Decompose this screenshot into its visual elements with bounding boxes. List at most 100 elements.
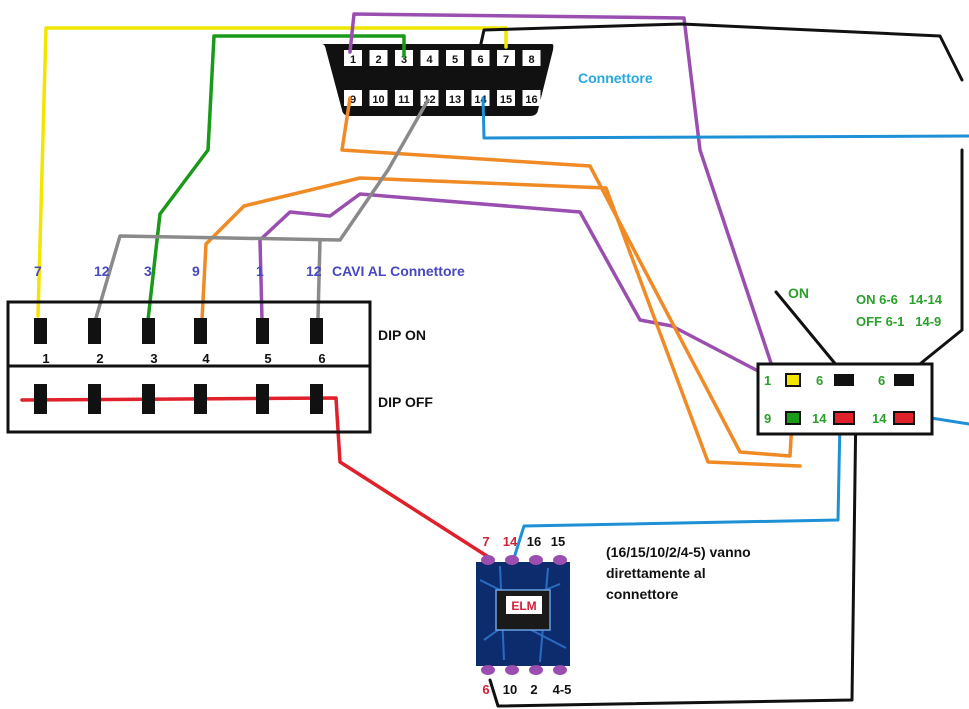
red-wire <box>20 396 492 560</box>
elm-top-pin-7: 7 <box>482 534 489 549</box>
obd-pin-14-box <box>471 90 490 106</box>
dip-on-pin-2 <box>88 318 101 344</box>
obd-pin-13: 13 <box>449 94 461 106</box>
elm-bottom-pin-dot-2 <box>529 665 543 675</box>
cable-number-1: 7 <box>34 263 42 279</box>
switch-pin-6a-square <box>834 374 854 386</box>
elm-bottom-pin-6: 6 <box>482 682 489 697</box>
elm-note-line3: connettore <box>606 586 679 602</box>
obd-pin-9: 9 <box>350 94 356 106</box>
cable-number-3: 3 <box>144 263 152 279</box>
obd-pin-1-box <box>344 50 362 66</box>
elm-bottom-pin-4-5: 4-5 <box>553 682 572 697</box>
obd-pin-6-box <box>471 50 490 66</box>
dip-off-label: DIP OFF <box>378 394 433 410</box>
elm-chip-label: ELM <box>511 599 536 613</box>
black-wire-pin6 <box>478 22 964 82</box>
obd-pin-2-box <box>369 50 388 66</box>
dip-off-pin-3 <box>142 384 155 414</box>
cable-number-4: 9 <box>192 263 200 279</box>
dip-off-pin-5 <box>256 384 269 414</box>
green-wire <box>146 34 406 322</box>
dip-switch-block: 1 2 3 4 5 6 <box>6 300 372 434</box>
elm-top-pin-dot-16 <box>529 555 543 565</box>
elm-bottom-pin-dot-6 <box>481 665 495 675</box>
obd-pin-3-box <box>395 50 413 66</box>
elm-bottom-pin-dot-4-5 <box>553 665 567 675</box>
switch-pin-9-square <box>785 411 801 425</box>
elm-note-line1: (16/15/10/2/4-5) vanno <box>606 544 751 560</box>
dip-on-pin-4 <box>194 318 207 344</box>
gray-wire <box>94 98 430 320</box>
dip-number-6: 6 <box>318 351 325 366</box>
obd-pin-4-box <box>420 50 439 66</box>
obd-pin-16-box <box>522 90 541 106</box>
elm-label-box <box>506 596 542 614</box>
obd-pin-7-box <box>497 50 515 66</box>
elm-top-pin-16: 16 <box>527 534 541 549</box>
obd-pin-15: 15 <box>500 94 512 106</box>
obd-pin-10: 10 <box>372 94 384 106</box>
obd-pin-8: 8 <box>528 54 534 66</box>
purple-wire-dip5 <box>258 192 762 374</box>
switch-legend-on: ON 6-6 14-14 <box>856 292 943 307</box>
obd-pin-16: 16 <box>525 94 537 106</box>
dip-on-pin-1 <box>34 318 47 344</box>
obd-pin-10-box <box>369 90 388 106</box>
elm-top-pin-15: 15 <box>551 534 565 549</box>
wires <box>20 12 969 708</box>
obd-pin-3: 3 <box>401 54 407 66</box>
cable-number-6: 12 <box>306 263 322 279</box>
dip-number-2: 2 <box>96 351 103 366</box>
dip-on-pin-6 <box>310 318 323 344</box>
obd-pin-6: 6 <box>477 54 483 66</box>
elm-note-line2: direttamente al <box>606 565 706 581</box>
obd-pin-11-box <box>395 90 413 106</box>
dip-off-pin-6 <box>310 384 323 414</box>
dip-on-pin-3 <box>142 318 155 344</box>
dip-off-pin-1 <box>34 384 47 414</box>
dip-number-1: 1 <box>42 351 49 366</box>
switch-pin-14a: 14 <box>812 411 827 426</box>
switch-pin-6b: 6 <box>878 373 885 388</box>
dip-number-4: 4 <box>202 351 210 366</box>
dip-number-3: 3 <box>150 351 157 366</box>
obd-pin-15-box <box>497 90 515 106</box>
elm-top-pin-14: 14 <box>503 534 518 549</box>
switch-pin-14a-square <box>833 411 855 425</box>
obd-pin-4: 4 <box>426 54 433 66</box>
blue-wire-elm14 <box>512 418 842 560</box>
dip-on-pin-5 <box>256 318 269 344</box>
blue-wire-pin14 <box>481 96 969 140</box>
switch-legend-off: OFF 6-1 14-9 <box>856 314 941 329</box>
yellow-wire <box>36 26 508 318</box>
switch-pin-14b-square <box>893 411 915 425</box>
elm-top-pin-dot-14 <box>505 555 519 565</box>
orange-wire-dip4 <box>200 176 802 468</box>
dip-off-pin-4 <box>194 384 207 414</box>
connector-title: Connettore <box>578 70 653 86</box>
obd-pin-8-box <box>522 50 541 66</box>
elm-top-pin-dot-15 <box>553 555 567 565</box>
orange-wire-pin9 <box>340 96 794 458</box>
cable-number-5: 1 <box>256 263 264 279</box>
cavi-label: CAVI AL Connettore <box>332 263 465 279</box>
obd-pin-5: 5 <box>452 54 458 66</box>
obd-pin-2: 2 <box>375 54 381 66</box>
obd-pin-7: 7 <box>503 54 509 66</box>
switch-pin-6a: 6 <box>816 373 823 388</box>
switch-pin-1: 1 <box>764 373 771 388</box>
switch-pin-1-square <box>785 373 801 387</box>
switch-box <box>756 362 934 436</box>
obd-pin-11: 11 <box>398 94 410 106</box>
elm-bottom-pin-10: 10 <box>503 682 517 697</box>
dip-number-5: 5 <box>264 351 271 366</box>
elm-top-pin-dot-7 <box>481 555 495 565</box>
obd-pin-14: 14 <box>474 94 487 106</box>
obd-pin-1: 1 <box>350 54 356 66</box>
switch-on-label: ON <box>788 285 809 301</box>
